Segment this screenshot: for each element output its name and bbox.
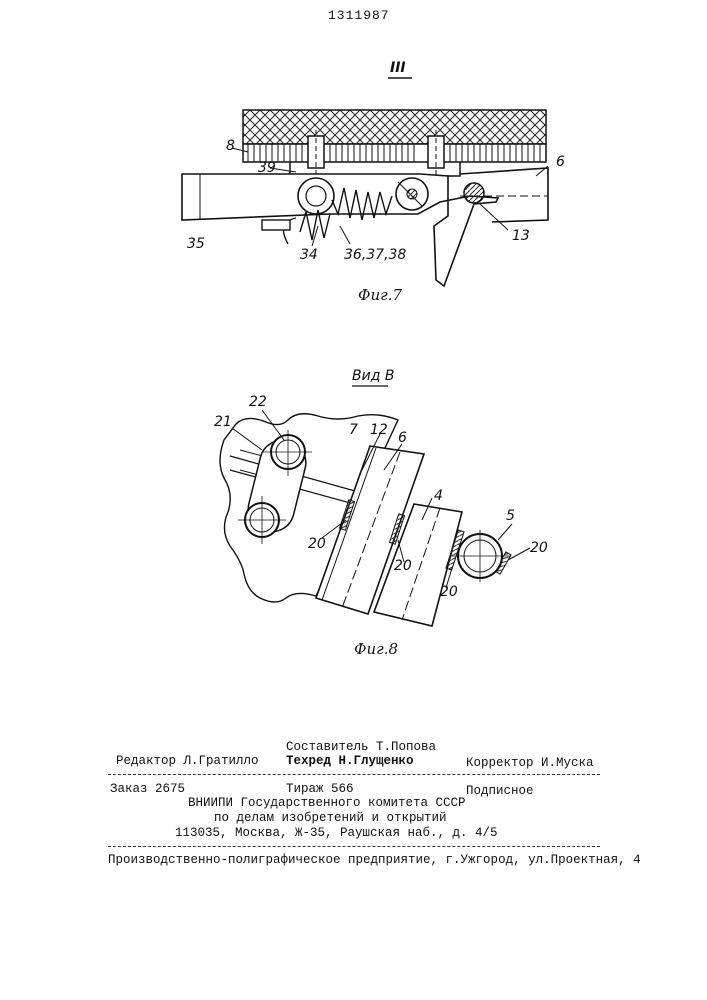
screw-left [308, 130, 324, 176]
lever-body [182, 174, 498, 286]
imprint-org-line1: ВНИИПИ Государственного комитета СССР [188, 796, 466, 810]
fig7-label-8: 8 [226, 138, 235, 154]
imprint-divider-2 [108, 846, 600, 847]
cover-panel [243, 110, 546, 144]
fig8-label-20-a: 20 [308, 536, 326, 552]
imprint-subscription: Подписное [466, 784, 534, 798]
fig8-label-20-c: 20 [440, 584, 458, 600]
fig8-caption: Фиг.8 [354, 640, 398, 658]
fig8-label-22: 22 [249, 394, 267, 410]
imprint-org-line3: 113035, Москва, Ж-35, Раушская наб., д. … [175, 826, 498, 840]
fig7-label-39: 39 [258, 160, 276, 176]
imprint-corrector: Корректор И.Муска [466, 756, 594, 770]
imprint-editor: Редактор Л.Гратилло [116, 754, 259, 768]
imprint-techred: Техред Н.Глущенко [286, 754, 414, 768]
fig7-label-13: 13 [512, 228, 530, 244]
fig8-view-mark: Вид В [352, 368, 394, 384]
imprint-divider-1 [108, 774, 600, 775]
imprint-org-line2: по делам изобретений и открытий [214, 811, 447, 825]
fig8-label-6: 6 [398, 430, 407, 446]
fig7-section-mark: III [390, 60, 406, 76]
fig8-label-7: 7 [349, 422, 358, 438]
imprint-printer: Производственно-полиграфическое предприя… [108, 853, 641, 867]
fig7-label-6: 6 [556, 154, 565, 170]
roller-left [298, 178, 334, 214]
fig7-label-35: 35 [187, 236, 205, 252]
latch [262, 220, 290, 230]
threaded-rod [243, 144, 546, 162]
imprint-order: Заказ 2675 [110, 782, 185, 796]
fig8-label-12: 12 [370, 422, 388, 438]
imprint-circulation: Тираж 566 [286, 782, 354, 796]
fig8-label-20-b: 20 [394, 558, 412, 574]
fig7-label-36-37-38: 36,37,38 [344, 247, 406, 263]
fig7-label-34: 34 [300, 247, 318, 263]
imprint-compiler: Составитель Т.Попова [286, 740, 436, 754]
fig8-label-5: 5 [506, 508, 515, 524]
fig8-label-20-d: 20 [530, 540, 548, 556]
pin [464, 183, 484, 203]
fig7-caption: Фиг.7 [358, 286, 402, 304]
fig8-label-21: 21 [214, 414, 232, 430]
screw-right [428, 130, 444, 176]
fig8-label-4: 4 [434, 488, 443, 504]
